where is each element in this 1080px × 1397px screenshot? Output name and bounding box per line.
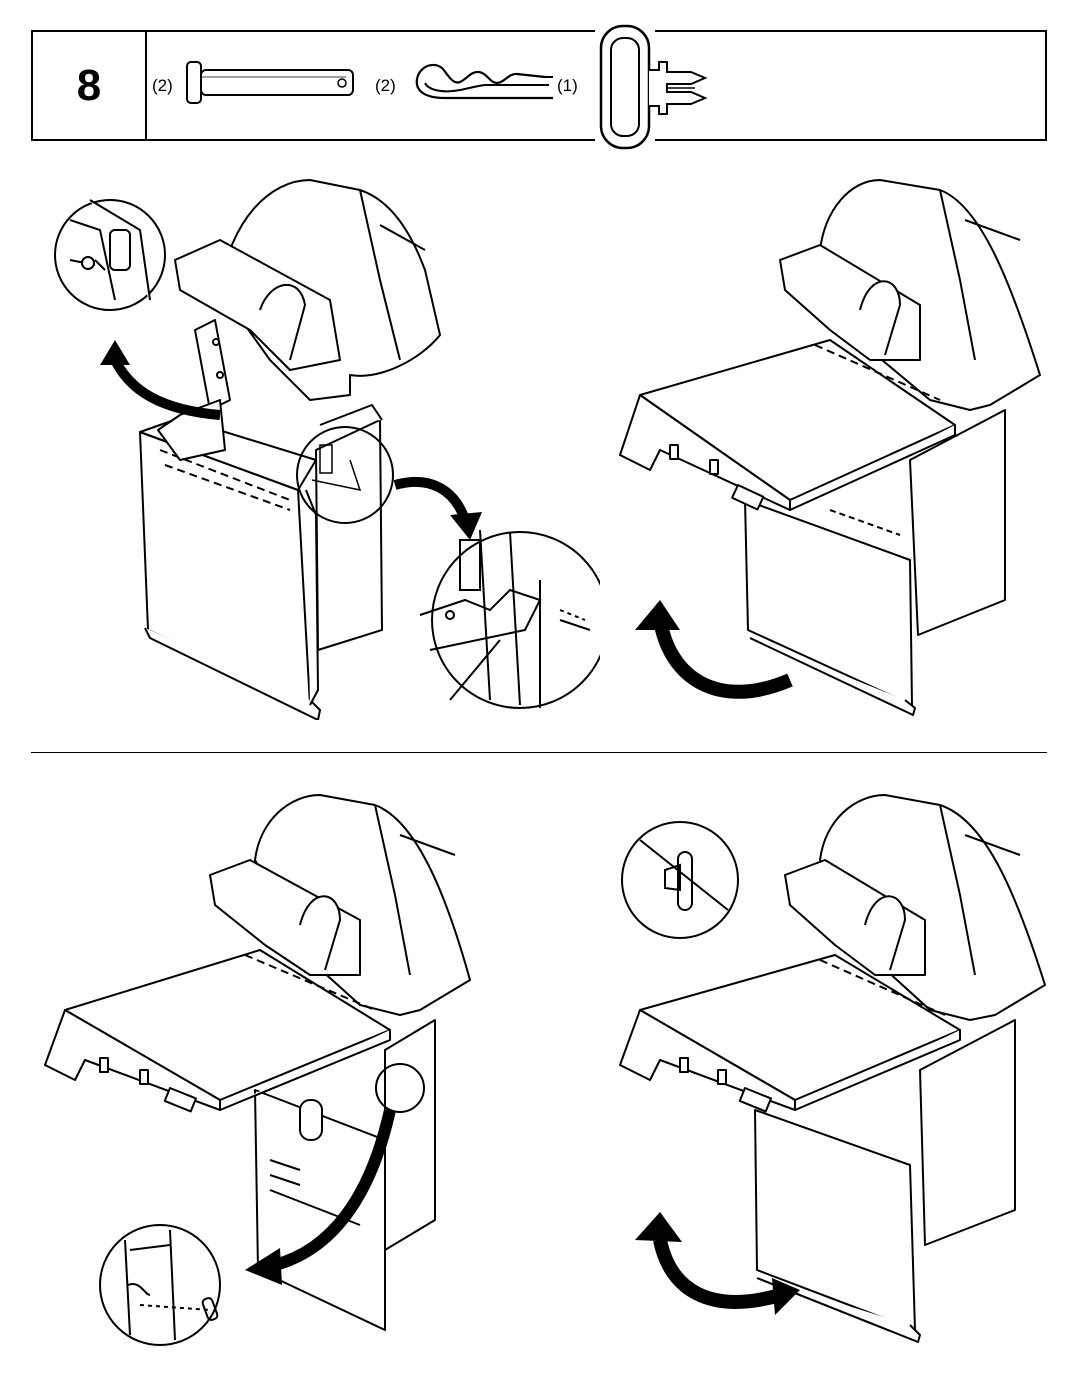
- hair-pin-clip-icon: [415, 63, 553, 100]
- part-quantity-hose-clip: (1): [557, 76, 578, 95]
- clevis-pin-icon: [186, 61, 354, 104]
- step-cell: 8: [33, 32, 147, 139]
- hose-clip-icon: [595, 24, 708, 150]
- part-quantity-hair-pin-clip: (2): [375, 76, 396, 95]
- figure-shelf-attach: [54, 179, 600, 720]
- section-divider: [31, 752, 1047, 753]
- figure-shelf-fold: [619, 794, 1046, 1343]
- part-quantity-clevis-pin: (2): [152, 76, 173, 95]
- step-number: 8: [76, 60, 102, 110]
- figure-shelf-raised: [619, 179, 1041, 716]
- figure-shelf-clip: [44, 794, 471, 1346]
